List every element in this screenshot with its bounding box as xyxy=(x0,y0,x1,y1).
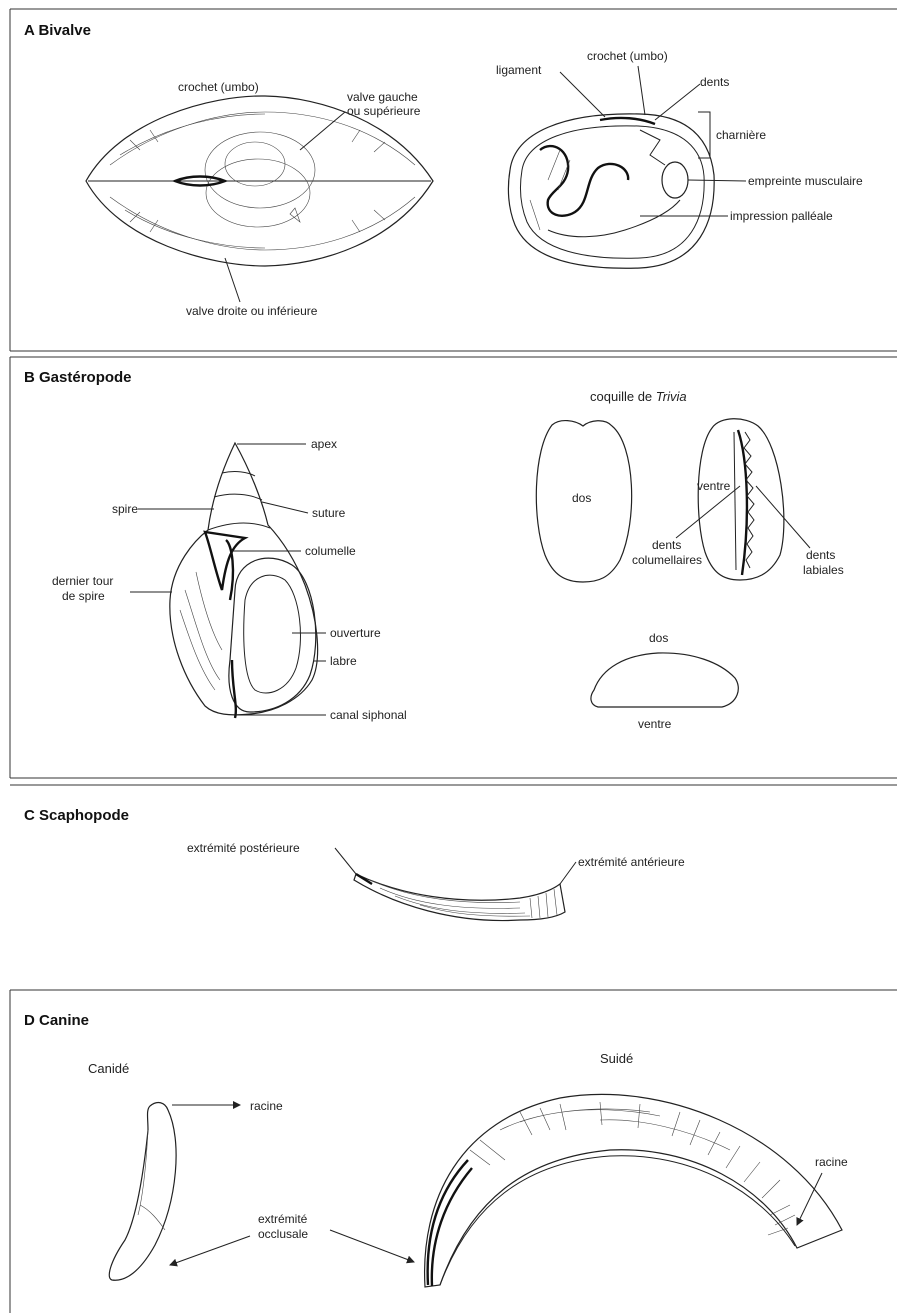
label-extremite-posterieure: extrémité postérieure xyxy=(187,841,300,855)
leader-extremite-anterieure xyxy=(560,862,576,884)
label-canal-siphonal: canal siphonal xyxy=(330,708,407,722)
label-apex: apex xyxy=(311,437,337,451)
label-dernier-tour-line2: de spire xyxy=(62,589,105,603)
label-suture: suture xyxy=(312,506,346,520)
panel-frames xyxy=(10,9,897,1313)
bivalve-closed-shell-drawing xyxy=(86,96,433,266)
leader-valve-gauche xyxy=(300,112,345,150)
label-ventre-top: ventre xyxy=(697,479,731,493)
arrow-occlusale-right xyxy=(330,1230,414,1262)
label-suide: Suidé xyxy=(600,1051,633,1066)
label-charniere: charnière xyxy=(716,128,766,142)
label-valve-gauche-line1: valve gauche xyxy=(347,90,418,104)
panel-d-title: D Canine xyxy=(24,1012,89,1029)
label-canide: Canidé xyxy=(88,1061,129,1076)
leader-empreinte xyxy=(688,180,746,181)
label-extremite-anterieure: extrémité antérieure xyxy=(578,855,685,869)
label-impression-palleale: impression palléale xyxy=(730,209,833,223)
label-ventre-bottom: ventre xyxy=(638,717,672,731)
panel-c-title: C Scaphopode xyxy=(24,807,129,824)
leader-suture xyxy=(262,502,308,513)
label-columelle: columelle xyxy=(305,544,356,558)
label-occlusale-line1: extrémité xyxy=(258,1212,308,1226)
label-ligament: ligament xyxy=(496,63,542,77)
leader-ligament xyxy=(560,72,605,117)
label-valve-gauche-line2: ou supérieure xyxy=(347,104,421,118)
label-crochet-left: crochet (umbo) xyxy=(178,80,259,94)
scaphopod-shell-drawing xyxy=(354,874,565,921)
label-dents-columellaires-line2: columellaires xyxy=(632,553,702,567)
label-labre: labre xyxy=(330,654,357,668)
trivia-ventral-view-drawing xyxy=(698,419,784,580)
label-dernier-tour-line1: dernier tour xyxy=(52,574,113,588)
label-ouverture: ouverture xyxy=(330,626,381,640)
label-spire: spire xyxy=(112,502,138,516)
bivalve-interior-valve-drawing xyxy=(508,114,714,268)
trivia-side-view-drawing xyxy=(591,653,738,707)
label-crochet-right: crochet (umbo) xyxy=(587,49,668,63)
label-empreinte-musculaire: empreinte musculaire xyxy=(748,174,863,188)
canid-canine-drawing xyxy=(109,1103,176,1281)
label-dents-columellaires-line1: dents xyxy=(652,538,681,552)
arrow-occlusale-left xyxy=(170,1236,250,1265)
panel-canine: D Canine Canidé Suidé racine racine extr… xyxy=(24,1012,848,1287)
panel-scaphopode: C Scaphopode extrémité postérieure extré… xyxy=(24,807,685,921)
panel-b-title: B Gastéropode xyxy=(24,369,132,386)
label-occlusale-line2: occlusale xyxy=(258,1227,308,1241)
arrow-racine-right xyxy=(797,1173,822,1225)
leader-dents xyxy=(655,84,700,120)
label-racine-left: racine xyxy=(250,1099,283,1113)
label-dos-bottom: dos xyxy=(649,631,668,645)
panel-gasteropode: B Gastéropode apex spire suture columell… xyxy=(24,369,844,731)
gastropod-shell-drawing xyxy=(170,443,318,718)
label-dents: dents xyxy=(700,75,729,89)
panel-bivalve: A Bivalve crochet (umbo) valve gauche ou… xyxy=(24,22,863,318)
panel-a-title: A Bivalve xyxy=(24,22,91,39)
leader-crochet-right xyxy=(638,66,645,115)
label-trivia-title: coquille de Trivia xyxy=(590,389,687,404)
label-valve-droite: valve droite ou inférieure xyxy=(186,304,318,318)
label-dents-labiales-line1: dents xyxy=(806,548,835,562)
suid-canine-drawing xyxy=(425,1094,842,1287)
leader-dents-columellaires xyxy=(676,486,740,538)
label-dos-left: dos xyxy=(572,491,591,505)
leader-extremite-posterieure xyxy=(335,848,356,874)
label-racine-right: racine xyxy=(815,1155,848,1169)
label-dents-labiales-line2: labiales xyxy=(803,563,844,577)
